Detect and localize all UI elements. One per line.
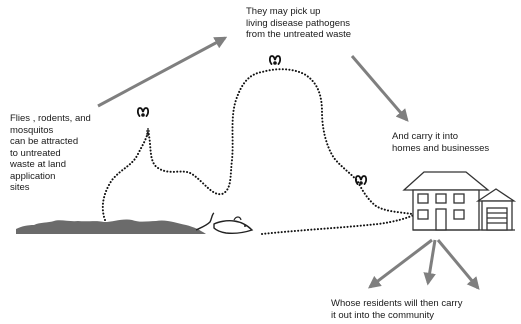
garage-icon bbox=[475, 188, 517, 231]
arrow-to-homes bbox=[350, 55, 409, 122]
fly-icon bbox=[354, 175, 368, 185]
fly-icon bbox=[136, 107, 150, 117]
arrow-community-left bbox=[367, 238, 433, 289]
caption-residents-community: Whose residents will then carry it out i… bbox=[331, 298, 463, 321]
arrow-community-center bbox=[423, 239, 437, 286]
mosquito-icon bbox=[146, 128, 150, 136]
arrow-community-right bbox=[436, 239, 480, 290]
fly-icon bbox=[268, 55, 282, 65]
caption-pick-up-pathogens: They may pick up living disease pathogen… bbox=[246, 6, 352, 40]
rat-icon bbox=[195, 212, 254, 234]
arrow-to-pathogens bbox=[97, 36, 228, 108]
rodent-path bbox=[261, 213, 417, 235]
caption-carry-into-homes: And carry it into homes and businesses bbox=[392, 131, 490, 154]
house-icon bbox=[402, 171, 515, 231]
caption-flies-attracted: Flies , rodents, and mosquitos can be at… bbox=[10, 113, 91, 193]
waste-pile bbox=[16, 219, 206, 234]
fly-flight-path bbox=[101, 68, 427, 221]
